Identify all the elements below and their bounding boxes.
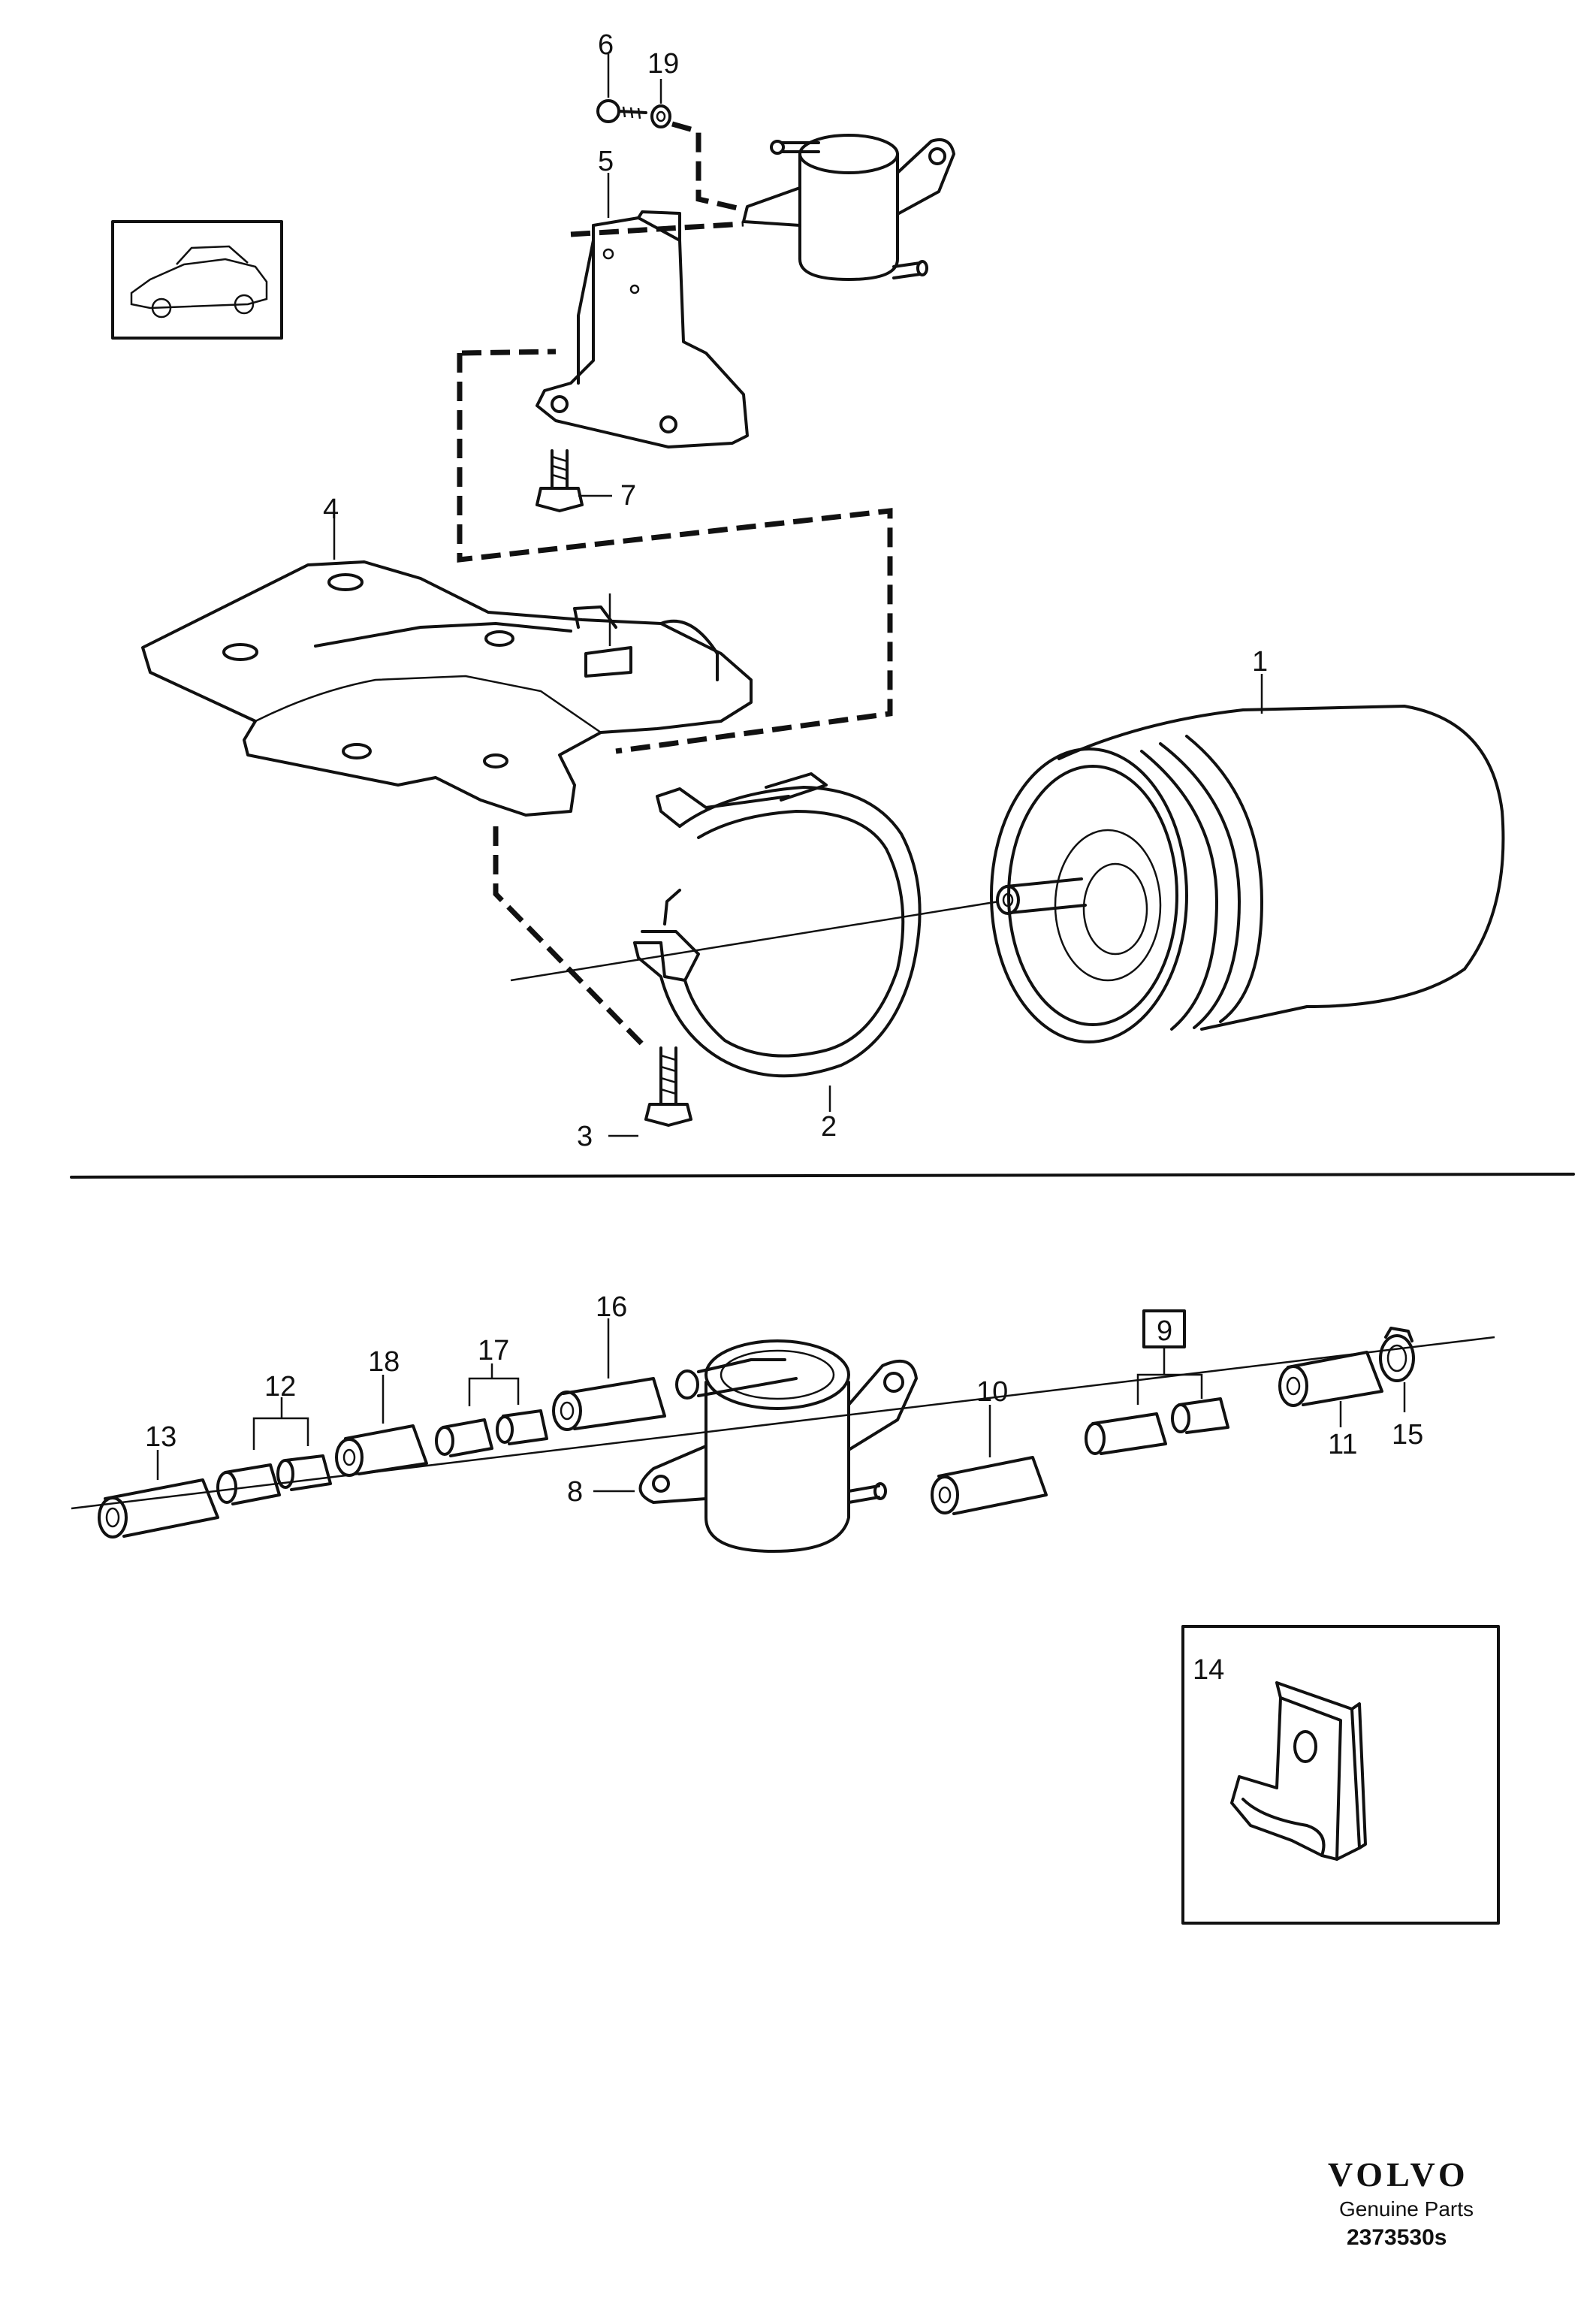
nipple-12 <box>216 1454 332 1505</box>
callout-13: 13 <box>145 1421 176 1453</box>
lower-assembly <box>71 1309 1495 1553</box>
callout-17: 17 <box>478 1335 509 1366</box>
brand-logo: VOLVO <box>1328 2155 1469 2194</box>
footer-subtitle: Genuine Parts <box>1339 2197 1474 2221</box>
bracket-17 <box>468 1377 520 1406</box>
hose-clamp-15 <box>1379 1327 1415 1382</box>
hose-16 <box>552 1377 666 1431</box>
callout-15: 15 <box>1392 1419 1423 1451</box>
hose-axis-line <box>71 1336 1495 1510</box>
screw-7 <box>536 449 584 512</box>
nipple-17 <box>435 1409 548 1457</box>
alignment-dash-lower <box>493 826 648 1050</box>
detail-box-14 <box>1181 1625 1500 1925</box>
fuel-filter-1 <box>990 705 1505 1043</box>
detail-frame <box>1181 1625 1500 1925</box>
alignment-dash-frame <box>457 349 893 754</box>
washer-19 <box>650 104 671 128</box>
callout-18: 18 <box>368 1346 400 1378</box>
clip-14 <box>1230 1681 1367 1861</box>
car-thumbnail <box>111 220 283 340</box>
bracket-12 <box>252 1417 309 1450</box>
screw-3 <box>644 1046 692 1127</box>
leader-lines <box>156 54 1406 1493</box>
hose-10 <box>931 1456 1048 1515</box>
hose-18 <box>335 1424 428 1477</box>
bracket-9 <box>1136 1373 1203 1405</box>
clamp-band-2 <box>633 772 922 1078</box>
bracket-5 <box>536 210 749 448</box>
callout-1: 1 <box>1252 646 1268 678</box>
callout-12: 12 <box>264 1371 296 1403</box>
alignment-dash-top <box>671 121 748 213</box>
bracket-4 <box>141 560 753 817</box>
callout-2: 2 <box>821 1111 837 1143</box>
callout-3: 3 <box>577 1121 593 1152</box>
callout-5: 5 <box>598 146 614 177</box>
accumulator-8 <box>638 1339 918 1553</box>
callout-16: 16 <box>596 1291 627 1323</box>
callout-6: 6 <box>598 29 614 61</box>
thumbnail-frame <box>111 220 283 340</box>
callout-10: 10 <box>976 1376 1008 1408</box>
hose-13 <box>98 1478 219 1539</box>
callout-9: 9 <box>1157 1315 1172 1347</box>
axis-line <box>510 900 1000 982</box>
hose-11 <box>1278 1351 1383 1407</box>
callout-14: 14 <box>1193 1654 1224 1686</box>
callout-7: 7 <box>620 480 636 512</box>
car-sedan-icon <box>130 245 268 319</box>
screw-6 <box>596 99 647 123</box>
callout-4: 4 <box>323 494 339 525</box>
nipple-9 <box>1085 1397 1229 1455</box>
section-divider <box>70 1173 1575 1179</box>
callout-11: 11 <box>1328 1429 1357 1460</box>
callout-19: 19 <box>647 48 679 80</box>
diagram-code: 2373530s <box>1347 2225 1447 2250</box>
upper-assembly <box>141 99 1505 1127</box>
callout-8: 8 <box>567 1476 583 1508</box>
accumulator-top <box>742 134 955 281</box>
